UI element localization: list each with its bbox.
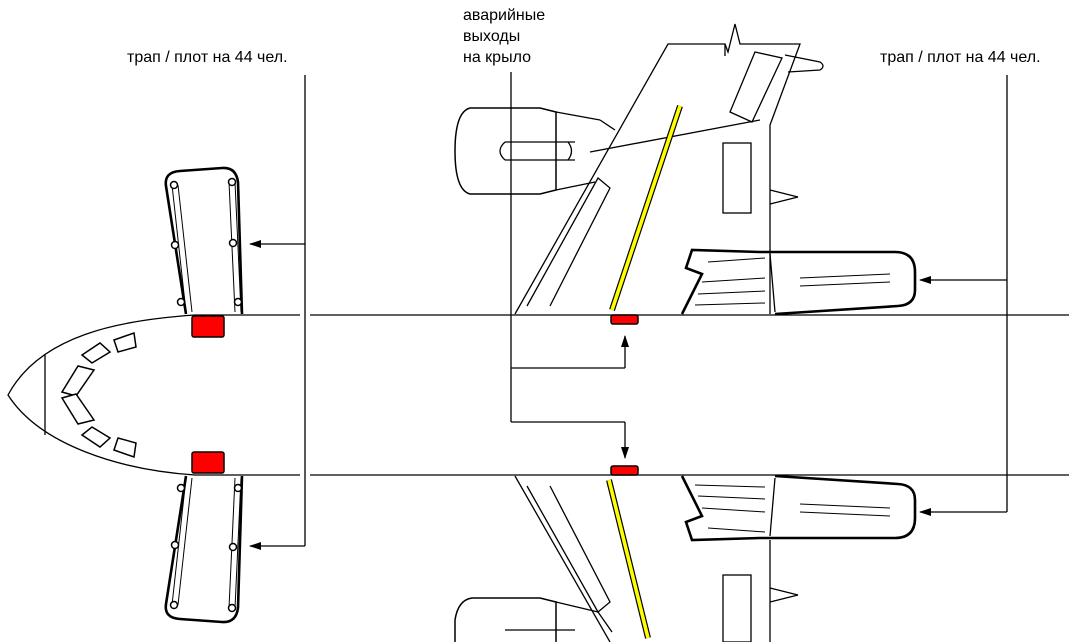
label-slide-raft-right: трап / плот на 44 чел. — [880, 49, 1041, 66]
cockpit-windows — [60, 331, 137, 459]
label-wing-exits-line1: аварийные — [463, 7, 546, 24]
door-overwing-lower — [610, 465, 639, 476]
wing-upper — [514, 23, 824, 315]
label-slide-raft-left: трап / плот на 44 чел. — [127, 49, 288, 66]
callout-slide-left — [249, 75, 306, 550]
escape-path-wing-lower — [607, 479, 650, 639]
escape-slide-aft-lower — [680, 474, 917, 542]
door-overwing-upper — [610, 314, 639, 325]
engine-lower — [454, 597, 613, 642]
escape-slide-forward-lower — [164, 475, 244, 624]
escape-slide-forward-upper — [164, 166, 244, 315]
callout-wing-exits — [510, 72, 629, 459]
door-forward-upper — [191, 315, 225, 338]
fuselage-nose — [7, 314, 270, 476]
callout-slide-right — [919, 75, 1008, 516]
label-wing-exits-line2: выходы — [463, 28, 521, 45]
label-wing-exits-line3: на крыло — [463, 49, 531, 66]
door-forward-lower — [191, 451, 225, 474]
fuselage — [7, 314, 1069, 476]
escape-slide-aft-upper — [680, 248, 917, 316]
wing-lower — [514, 475, 799, 642]
engine-upper — [454, 107, 616, 195]
